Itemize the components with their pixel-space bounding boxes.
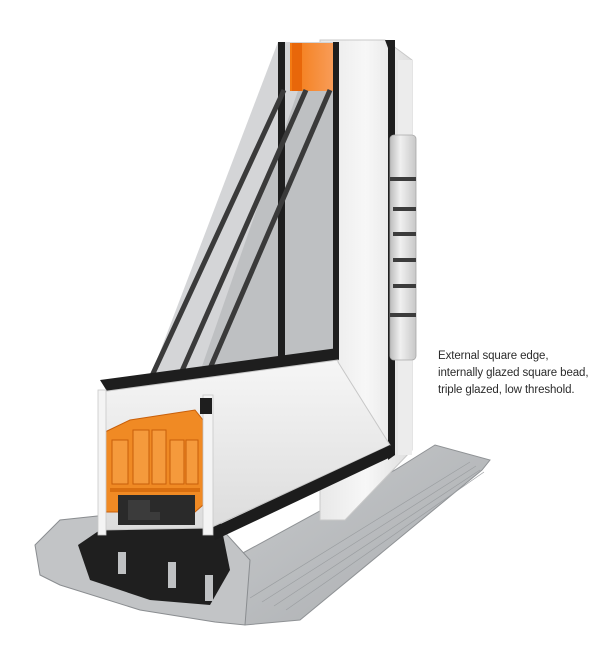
insulation-core <box>97 389 214 536</box>
glass-unit <box>100 42 339 396</box>
caption-line-2: internally glazed square bead, <box>438 367 589 379</box>
product-caption: External square edge, internally glazed … <box>438 348 610 399</box>
caption-line-1: External square edge, <box>438 350 549 362</box>
threshold <box>229 444 491 626</box>
caption-line-3: triple glazed, low threshold. <box>438 384 575 396</box>
hinge <box>389 134 417 361</box>
base-profile <box>34 504 251 626</box>
